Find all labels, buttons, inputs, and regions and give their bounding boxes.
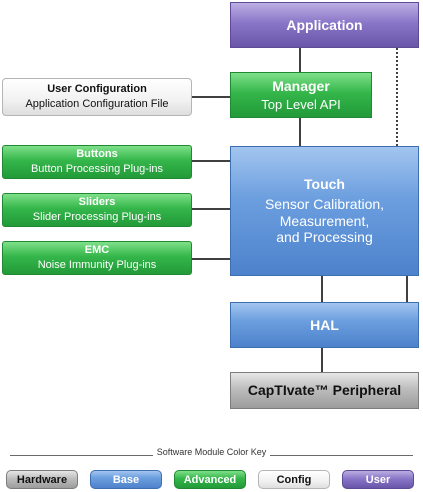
buttons-title: Buttons [76,148,118,161]
connector-hal-peripheral [321,348,323,372]
connector-userconfig-manager [192,96,230,98]
connector-buttons-touch [192,160,230,162]
connector-app-touch-dotted [396,48,398,146]
emc-title: EMC [84,244,110,257]
hal-title: HAL [310,316,339,333]
application-title: Application [286,16,363,33]
color-key-title-wrap: Software Module Color Key [0,447,423,457]
key-base: Base [90,470,162,489]
touch-line-1: Sensor Calibration, [264,195,385,212]
key-config-label: Config [276,473,312,486]
key-base-label: Base [112,473,140,486]
peripheral-block: CapTIvate™ Peripheral [230,372,419,409]
emc-subtitle: Noise Immunity Plug-ins [37,258,157,271]
connector-app-manager [299,48,301,72]
user-config-block: User Configuration Application Configura… [2,78,192,116]
buttons-block: Buttons Button Processing Plug-ins [2,145,192,179]
key-user-label: User [365,473,391,486]
key-user: User [342,470,414,489]
touch-block: Touch Sensor Calibration, Measurement, a… [230,146,419,276]
connector-emc-touch [192,258,230,260]
connector-touch-hal [321,276,323,302]
touch-line-3: and Processing [276,229,373,246]
key-advanced: Advanced [174,470,246,489]
user-config-title: User Configuration [47,82,147,95]
emc-block: EMC Noise Immunity Plug-ins [2,241,192,275]
color-key-title: Software Module Color Key [152,447,271,457]
buttons-subtitle: Button Processing Plug-ins [30,162,164,175]
touch-title: Touch [304,175,345,192]
connector-manager-touch [299,118,301,146]
sliders-block: Sliders Slider Processing Plug-ins [2,193,192,227]
key-config: Config [258,470,330,489]
sliders-subtitle: Slider Processing Plug-ins [32,210,162,223]
touch-line-2: Measurement, [279,212,370,229]
manager-subtitle: Top Level API [261,96,341,112]
connector-sliders-touch [192,208,230,210]
manager-title: Manager [272,77,330,94]
user-config-subtitle: Application Configuration File [25,98,169,110]
sliders-title: Sliders [78,196,116,209]
key-hardware: Hardware [6,470,78,489]
key-hardware-label: Hardware [16,473,68,486]
peripheral-title: CapTIvate™ Peripheral [247,382,402,399]
application-block: Application [230,2,419,48]
key-advanced-label: Advanced [183,473,237,486]
manager-block: Manager Top Level API [230,72,372,118]
hal-block: HAL [230,302,419,348]
